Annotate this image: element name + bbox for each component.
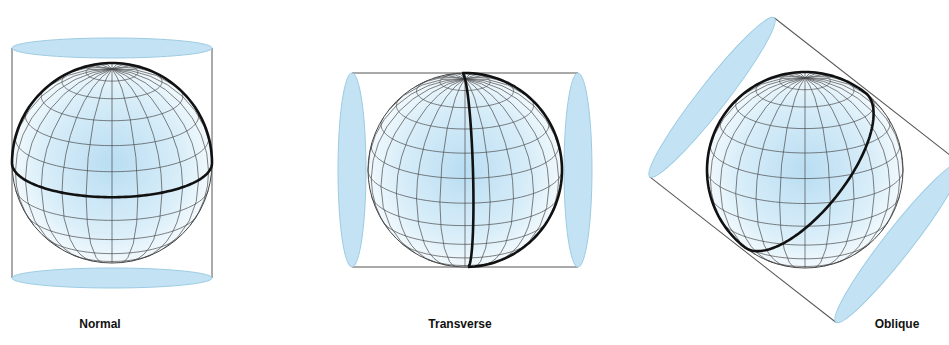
tangent-line — [12, 63, 212, 197]
globe-disc — [368, 73, 562, 267]
graticule — [368, 73, 562, 267]
globe — [707, 72, 903, 268]
globe — [12, 63, 212, 263]
projection-label: Normal — [79, 317, 120, 331]
projection-label: Transverse — [428, 317, 491, 331]
oblique-cylinder — [639, 9, 949, 331]
graticule — [707, 72, 903, 268]
globe-disc — [707, 72, 903, 268]
tangent-line — [462, 73, 562, 267]
transverse-cylinder — [338, 73, 592, 267]
tangent-line — [707, 72, 874, 251]
globe-disc — [12, 63, 212, 263]
projection-label: Oblique — [875, 317, 920, 331]
globe — [368, 73, 562, 267]
normal-cylinder — [12, 38, 212, 288]
graticule — [12, 63, 212, 263]
